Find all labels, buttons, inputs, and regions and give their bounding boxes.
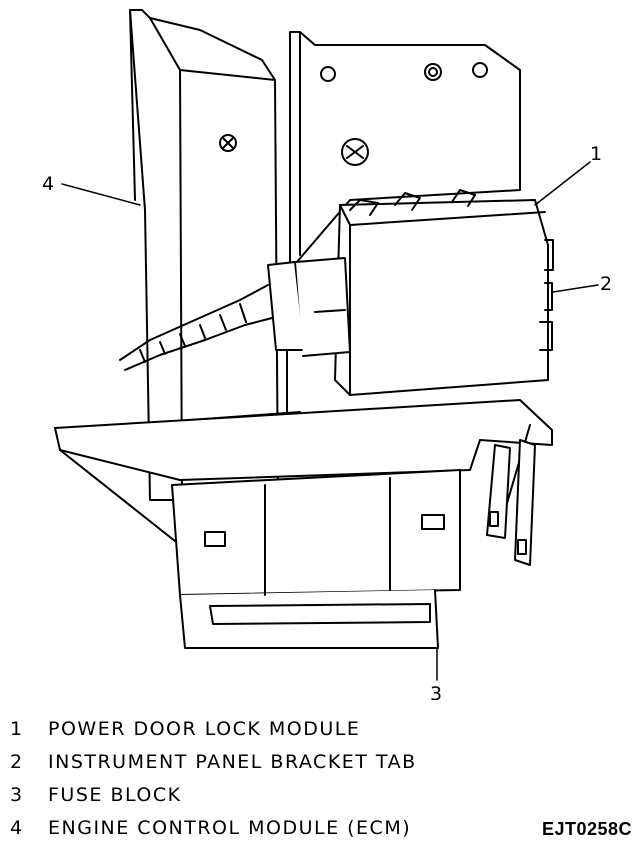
instrument-panel-bracket <box>54 399 553 566</box>
callout-leader-lines <box>61 161 599 681</box>
bracket-tab <box>514 439 536 566</box>
bracket-tab <box>486 444 511 539</box>
callout-2: 2 <box>600 273 612 295</box>
legend-number: 3 <box>10 783 24 806</box>
bolt-hole-icon <box>320 66 336 82</box>
callout-1: 1 <box>590 143 602 165</box>
fuse-block <box>171 469 461 649</box>
legend-item: 4 ENGINE CONTROL MODULE (ECM) <box>10 811 417 844</box>
legend-text: FUSE BLOCK <box>48 783 182 806</box>
leader-line-4 <box>61 183 141 206</box>
component-location-diagram: 1 2 3 4 <box>42 9 612 700</box>
leader-line-1 <box>534 161 591 206</box>
legend-text: POWER DOOR LOCK MODULE <box>48 717 361 740</box>
legend-item: 1 POWER DOOR LOCK MODULE <box>10 712 417 745</box>
wiring-harness <box>119 257 351 371</box>
legend-item: 3 FUSE BLOCK <box>10 778 417 811</box>
screw-icon <box>219 134 237 152</box>
legend-number: 1 <box>10 717 24 740</box>
figure-code: EJT0258C <box>541 819 632 839</box>
legend-text: INSTRUMENT PANEL BRACKET TAB <box>48 750 417 773</box>
callout-4: 4 <box>42 173 54 195</box>
engine-control-module <box>129 9 279 501</box>
power-door-lock-module <box>334 189 554 396</box>
legend-item: 2 INSTRUMENT PANEL BRACKET TAB <box>10 745 417 778</box>
legend-number: 2 <box>10 750 24 773</box>
leader-line-2 <box>552 284 599 293</box>
legend-text: ENGINE CONTROL MODULE (ECM) <box>48 816 412 839</box>
legend: 1 POWER DOOR LOCK MODULE 2 INSTRUMENT PA… <box>10 712 417 844</box>
screw-icon <box>341 138 369 166</box>
bolt-hole-icon <box>424 63 442 81</box>
callout-3: 3 <box>430 683 442 700</box>
bolt-hole-icon <box>472 62 488 78</box>
legend-number: 4 <box>10 816 24 839</box>
